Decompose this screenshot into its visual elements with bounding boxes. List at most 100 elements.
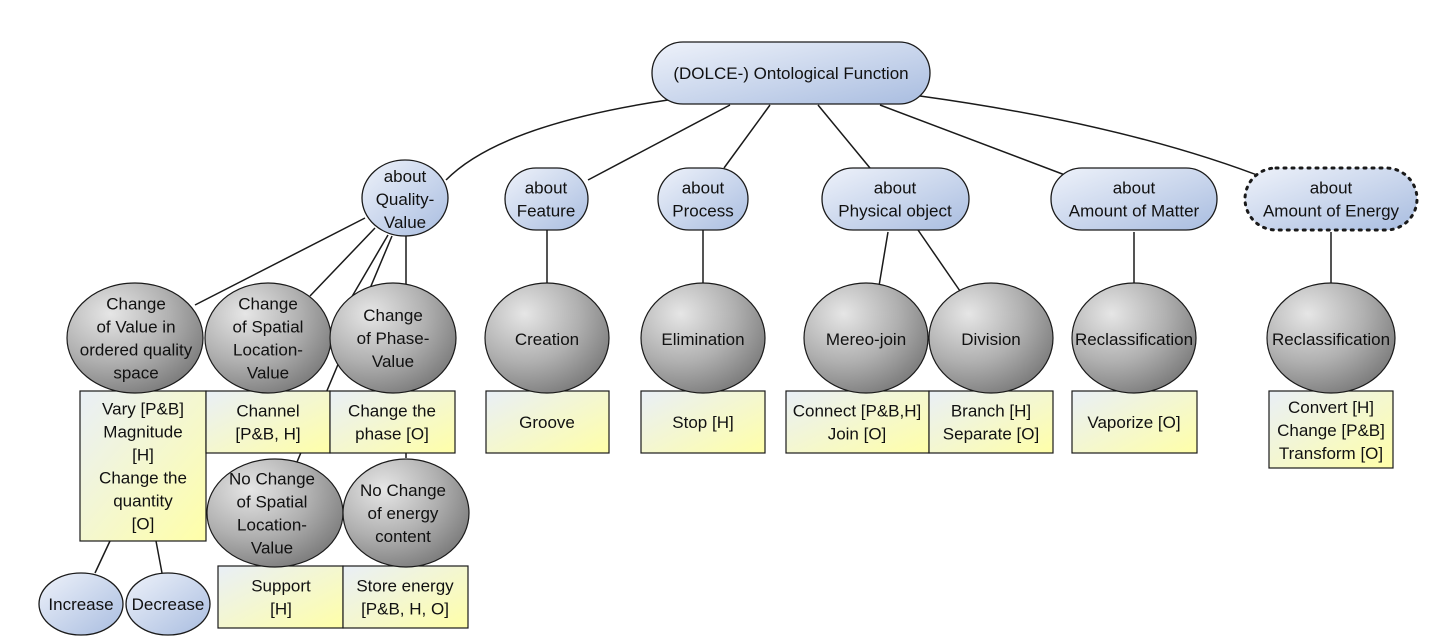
function-change-value-line-1: Change [106, 295, 166, 314]
category-nodes [38, 41, 1419, 636]
verb-vary-line-4: Change the [99, 469, 187, 488]
function-division-line-1: Division [961, 330, 1021, 349]
verb-vaporize-label: Vaporize [O] [1087, 413, 1180, 432]
function-change-phase-line-2: of Phase- [357, 329, 430, 348]
about-amount-of-matter-line-1: about [1113, 179, 1156, 198]
verb-channel-label: Channel[P&B, H] [235, 402, 300, 444]
verb-connect-line-2: Join [O] [828, 425, 887, 444]
function-no-change-energy-line-2: of energy [368, 504, 439, 523]
about-quality-value-node [361, 159, 449, 237]
function-reclass-matter-label: Reclassification [1075, 330, 1193, 349]
function-change-phase-line-3: Value [372, 352, 414, 371]
verb-vary-line-5: quantity [113, 492, 173, 511]
function-mereo-join-line-1: Mereo-join [826, 330, 906, 349]
function-change-spatial-line-4: Value [247, 364, 289, 383]
verb-connect-box [785, 390, 930, 454]
verb-stop-box [640, 390, 766, 454]
about-amount-of-energy-line-2: Amount of Energy [1263, 202, 1400, 221]
function-elimination-circle [640, 282, 766, 394]
function-change-value-line-2: of Value in [96, 318, 175, 337]
about-quality-value-line-3: Value [384, 213, 426, 232]
function-change-value-line-4: space [113, 364, 158, 383]
verb-vary-line-3: [H] [132, 446, 154, 465]
edge-root-matter [879, 104, 1066, 176]
verb-support-label: Support[H] [251, 577, 311, 619]
verb-store-energy-line-1: Store energy [356, 577, 454, 596]
edge-vary-increase [94, 540, 111, 574]
verb-convert-line-2: Change [P&B] [1277, 421, 1385, 440]
about-feature-node [504, 167, 589, 231]
function-reclass-energy-circle [1266, 282, 1396, 394]
verb-convert-line-1: Convert [H] [1288, 398, 1374, 417]
verb-channel-line-2: [P&B, H] [235, 425, 300, 444]
verb-vaporize-box [1071, 390, 1198, 454]
verb-vary-line-6: [O] [132, 515, 155, 534]
function-change-value-circle [66, 282, 204, 394]
verb-store-energy-box [342, 565, 469, 629]
function-change-spatial-line-2: of Spatial [233, 318, 304, 337]
verb-connect-line-1: Connect [P&B,H] [793, 402, 922, 421]
leaf-increase-node [38, 572, 124, 636]
about-physical-object-line-2: Physical object [838, 202, 952, 221]
function-mereo-join-label: Mereo-join [826, 330, 906, 349]
verb-convert-box [1268, 390, 1394, 469]
about-amount-of-matter-node [1050, 167, 1218, 231]
function-elimination-line-1: Elimination [661, 330, 744, 349]
leaf-decrease-label: Decrease [132, 595, 205, 614]
about-amount-of-energy-line-1: about [1310, 179, 1353, 198]
verb-groove-box [485, 390, 610, 454]
function-no-change-spatial-line-3: Location- [237, 516, 307, 535]
edge-root-physical [817, 104, 871, 169]
about-feature-line-2: Feature [517, 202, 576, 221]
verb-stop-label: Stop [H] [672, 413, 733, 432]
root-label: (DOLCE-) Ontological Function [673, 64, 908, 83]
edge-root-energy [919, 95, 1271, 181]
root-line-1: (DOLCE-) Ontological Function [673, 64, 908, 83]
verb-vary-line-1: Vary [P&B] [102, 400, 184, 419]
verb-vaporize-line-1: Vaporize [O] [1087, 413, 1180, 432]
verb-support-box [217, 565, 344, 629]
about-amount-of-energy-node [1243, 166, 1419, 232]
verb-branch-box [928, 390, 1054, 454]
verb-groove-line-1: Groove [519, 413, 575, 432]
verb-store-energy-line-2: [P&B, H, O] [361, 600, 449, 619]
about-quality-value-line-1: about [384, 167, 427, 186]
leaf-increase-line-1: Increase [48, 595, 113, 614]
edge-quality-change-phase [349, 234, 389, 301]
function-division-circle [928, 282, 1054, 394]
function-change-spatial-line-1: Change [238, 295, 298, 314]
verb-convert-line-3: Transform [O] [1279, 444, 1383, 463]
root-node [651, 41, 931, 105]
verb-support-line-2: [H] [270, 600, 292, 619]
function-change-phase-circle [329, 282, 457, 394]
verb-channel-box [205, 390, 331, 454]
function-creation-label: Creation [515, 330, 579, 349]
about-quality-value-line-2: Quality- [376, 190, 435, 209]
verb-vary-line-2: Magnitude [103, 423, 182, 442]
edge-physical-division [917, 229, 961, 292]
verb-change-phase-line-2: phase [O] [355, 425, 429, 444]
function-no-change-spatial-line-4: Value [251, 539, 293, 558]
verb-store-energy-label: Store energy [P&B, H, O] [356, 577, 454, 619]
verb-convert-label: Convert [H] Change [P&B] Transform [O] [1277, 398, 1385, 463]
function-no-change-spatial-line-1: No Change [229, 470, 315, 489]
edge-root-feature [587, 104, 731, 181]
edge-vary-decrease [155, 540, 163, 574]
about-physical-object-node [821, 167, 970, 231]
verb-branch-line-2: Separate [O] [943, 425, 1039, 444]
function-elimination-label: Elimination [661, 330, 744, 349]
function-division-label: Division [961, 330, 1021, 349]
verb-vary-label: Vary [P&B] Magnitude [H] Change the quantity… [99, 400, 187, 534]
